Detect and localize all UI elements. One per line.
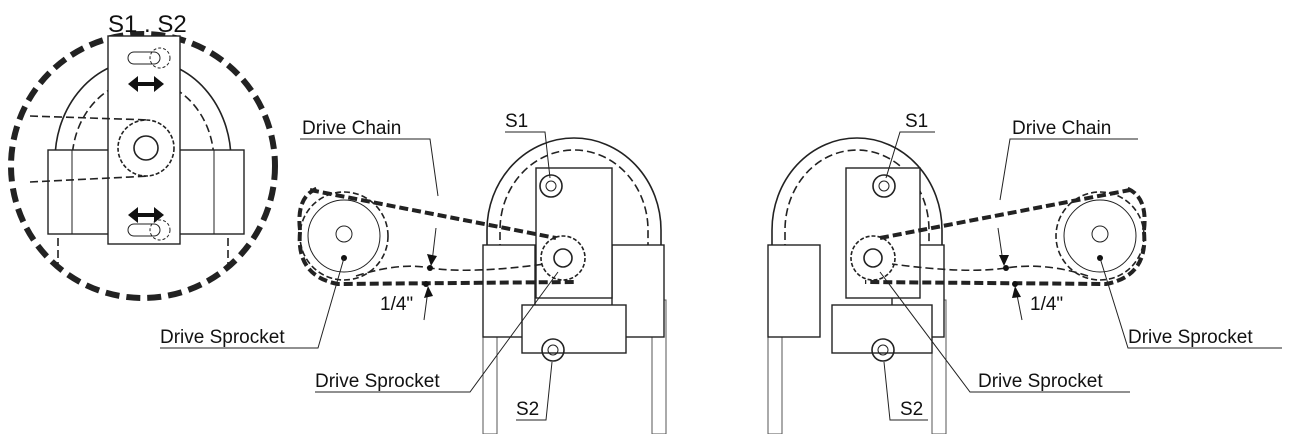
right-housing-chain bbox=[784, 149, 930, 300]
inset-top-slot bbox=[127, 51, 161, 65]
left-drive-chain-upper bbox=[309, 188, 557, 240]
inset-sprocket bbox=[117, 119, 175, 177]
right-s2-leader bbox=[883, 361, 928, 421]
right-drive-sprocket-label: Drive Sprocket bbox=[1128, 327, 1253, 348]
right-drive-chain-sag bbox=[891, 263, 1089, 277]
left-mount-plate bbox=[535, 167, 613, 299]
left-quarter-inch-label: 1/4" bbox=[380, 294, 413, 315]
left-small-sprocket bbox=[540, 235, 586, 281]
left-drive-sprocket-leader bbox=[160, 257, 345, 349]
right-drive-sprocket-leader-2 bbox=[879, 271, 1130, 393]
left-drive-sprocket-leader-2 bbox=[315, 271, 559, 393]
right-housing-arc bbox=[771, 137, 943, 300]
right-drive-chain-label: Drive Chain bbox=[1012, 118, 1111, 139]
right-quarter-inch-label: 1/4" bbox=[1030, 294, 1063, 315]
right-drive-sprocket-leader bbox=[1099, 257, 1282, 349]
left-drive-chain-label: Drive Chain bbox=[302, 118, 401, 139]
left-s2-leader bbox=[516, 361, 553, 421]
inset-chain-lower bbox=[29, 175, 151, 183]
left-s1-leader bbox=[505, 131, 551, 179]
inset-top-arrow-icon bbox=[128, 76, 164, 92]
inset-bottom-slot bbox=[127, 223, 161, 237]
left-drive-sprocket-label-2: Drive Sprocket bbox=[315, 371, 440, 392]
right-s1-leader bbox=[885, 131, 935, 179]
left-drive-chain-leader bbox=[300, 138, 439, 197]
right-assembly: 1/4" Drive Chain S1 Drive Sprocket Drive… bbox=[767, 111, 1282, 434]
left-drive-sprocket-label: Drive Sprocket bbox=[160, 327, 285, 348]
right-small-sprocket bbox=[850, 235, 896, 281]
right-drive-sprocket-label-2: Drive Sprocket bbox=[978, 371, 1103, 392]
left-housing-chain bbox=[499, 149, 649, 300]
left-housing-arc bbox=[486, 137, 662, 300]
inset-detail: S1 . S2 bbox=[8, 11, 278, 301]
inset-bottom-arrow-icon bbox=[128, 207, 164, 223]
right-large-sprocket bbox=[1055, 191, 1145, 281]
right-s1-bolt bbox=[872, 174, 896, 198]
right-s2-label: S2 bbox=[900, 399, 923, 420]
left-assembly: 1/4" Drive Chain S1 Drive Sprocket Drive… bbox=[160, 111, 667, 434]
right-drive-chain-upper bbox=[879, 188, 1131, 240]
left-large-sprocket bbox=[299, 191, 389, 281]
right-drive-chain-lower bbox=[864, 231, 1147, 287]
inset-dashed-circle bbox=[8, 31, 278, 301]
left-s2-bolt bbox=[541, 338, 565, 362]
inset-chain-upper bbox=[29, 115, 151, 121]
right-bottom-bracket bbox=[831, 304, 933, 354]
inset-s1-s2-label: S1 . S2 bbox=[108, 11, 187, 38]
left-s1-label: S1 bbox=[505, 111, 528, 132]
right-drive-chain-leader bbox=[999, 138, 1138, 201]
inset-mount-plate bbox=[107, 35, 181, 245]
right-s2-bolt bbox=[871, 338, 895, 362]
left-bottom-bracket bbox=[521, 304, 627, 354]
left-s2-label: S2 bbox=[516, 399, 539, 420]
left-drive-chain-lower bbox=[297, 231, 576, 287]
right-side-plate-l bbox=[767, 244, 821, 338]
right-s1-label: S1 bbox=[905, 111, 928, 132]
left-s1-bolt bbox=[539, 174, 563, 198]
